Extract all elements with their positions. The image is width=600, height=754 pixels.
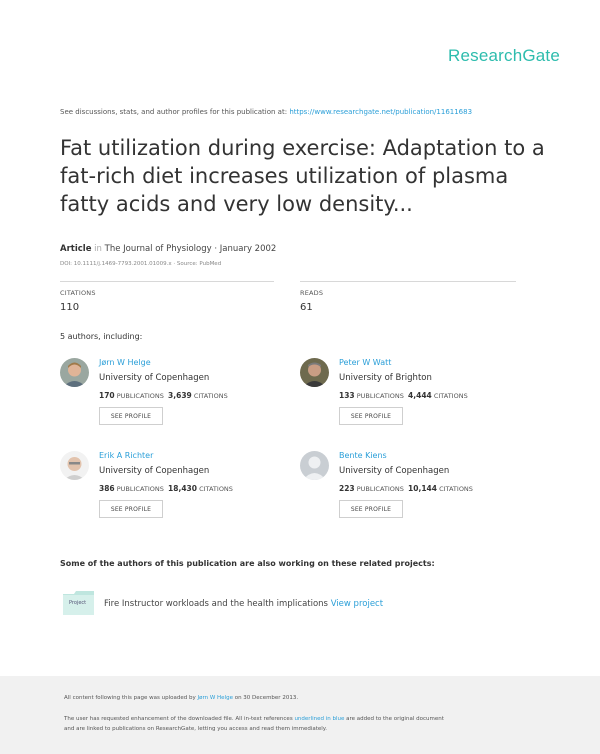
citations-count: 10,144 bbox=[408, 484, 437, 493]
publications-count: 386 bbox=[99, 484, 115, 493]
publications-label: PUBLICATIONS bbox=[356, 392, 404, 400]
citations-divider bbox=[60, 281, 274, 282]
citations-label: CITATIONS bbox=[199, 485, 233, 493]
publications-label: PUBLICATIONS bbox=[356, 485, 404, 493]
publication-meta: Article in The Journal of Physiology · J… bbox=[60, 244, 276, 254]
enhancement-note: The user has requested enhancement of th… bbox=[64, 714, 444, 734]
enhancement-line3: and are linked to publications on Resear… bbox=[64, 726, 328, 732]
author-stats: 223 PUBLICATIONS 10,144 CITATIONS bbox=[339, 484, 473, 493]
reads-divider bbox=[300, 281, 516, 282]
enhancement-prefix: The user has requested enhancement of th… bbox=[64, 716, 293, 722]
publications-count: 133 bbox=[339, 391, 355, 400]
citations-count: 18,430 bbox=[168, 484, 197, 493]
author-affiliation: University of Copenhagen bbox=[99, 466, 210, 476]
reads-count: 61 bbox=[300, 302, 313, 313]
discuss-prefix: See discussions, stats, and author profi… bbox=[60, 108, 288, 116]
author-avatar[interactable] bbox=[60, 451, 89, 480]
author-name-link[interactable]: Bente Kiens bbox=[339, 451, 387, 460]
citations-label: CITATIONS bbox=[193, 392, 228, 400]
citations-label: CITATIONS bbox=[439, 485, 473, 493]
doi-source: DOI: 10.1111/j.1469-7793.2001.01009.x · … bbox=[60, 261, 222, 267]
project-icon-label: Project bbox=[69, 600, 87, 606]
project-title: Fire Instructor workloads and the health… bbox=[104, 599, 328, 609]
see-profile-button[interactable]: SEE PROFILE bbox=[339, 407, 403, 425]
see-profile-button[interactable]: SEE PROFILE bbox=[99, 407, 163, 425]
uploader-link[interactable]: Jørn W Helge bbox=[197, 695, 233, 701]
author-card: Jørn W Helge University of Copenhagen 17… bbox=[60, 358, 280, 438]
author-stats: 133 PUBLICATIONS 4,444 CITATIONS bbox=[339, 391, 468, 400]
author-name-link[interactable]: Peter W Watt bbox=[339, 358, 392, 367]
publications-label: PUBLICATIONS bbox=[116, 485, 164, 493]
journal-info: The Journal of Physiology · January 2002 bbox=[104, 244, 277, 254]
project-folder-icon: Project bbox=[63, 591, 94, 615]
publications-label: PUBLICATIONS bbox=[116, 392, 164, 400]
citations-label: CITATIONS bbox=[60, 289, 96, 297]
meta-in: in bbox=[94, 244, 102, 254]
view-project-link[interactable]: View project bbox=[330, 599, 384, 609]
author-avatar[interactable] bbox=[60, 358, 89, 387]
upload-note: All content following this page was uplo… bbox=[64, 695, 298, 701]
citations-count: 3,639 bbox=[168, 391, 192, 400]
publication-title: Fat utilization during exercise: Adaptat… bbox=[60, 136, 545, 216]
upload-note-prefix: All content following this page was uplo… bbox=[64, 695, 196, 701]
default-avatar-icon[interactable] bbox=[300, 451, 329, 480]
author-card: Erik A Richter University of Copenhagen … bbox=[60, 451, 280, 531]
upload-note-suffix: on 30 December 2013. bbox=[234, 695, 299, 701]
author-card: Peter W Watt University of Brighton 133 … bbox=[300, 358, 520, 438]
underlined-blue-link[interactable]: underlined in blue bbox=[294, 716, 345, 722]
author-stats: 386 PUBLICATIONS 18,430 CITATIONS bbox=[99, 484, 233, 493]
related-projects-heading: Some of the authors of this publication … bbox=[60, 559, 435, 568]
enhancement-suffix: are added to the original document bbox=[346, 716, 444, 722]
author-affiliation: University of Copenhagen bbox=[99, 373, 210, 383]
project-row: Fire Instructor workloads and the health… bbox=[104, 599, 383, 609]
citations-count: 4,444 bbox=[408, 391, 432, 400]
publications-count: 223 bbox=[339, 484, 355, 493]
author-card: Bente Kiens University of Copenhagen 223… bbox=[300, 451, 520, 531]
citations-label: CITATIONS bbox=[433, 392, 468, 400]
citations-count: 110 bbox=[60, 302, 80, 313]
researchgate-logo[interactable]: ResearchGate bbox=[448, 46, 561, 65]
footer bbox=[0, 676, 600, 754]
publication-url-link[interactable]: https://www.researchgate.net/publication… bbox=[289, 108, 473, 116]
reads-label: READS bbox=[300, 289, 324, 297]
publications-count: 170 bbox=[99, 391, 115, 400]
author-affiliation: University of Brighton bbox=[339, 373, 432, 383]
author-name-link[interactable]: Erik A Richter bbox=[99, 451, 154, 460]
discuss-line: See discussions, stats, and author profi… bbox=[60, 108, 472, 116]
author-affiliation: University of Copenhagen bbox=[339, 466, 450, 476]
author-name-link[interactable]: Jørn W Helge bbox=[99, 358, 151, 367]
authors-heading: 5 authors, including: bbox=[60, 332, 143, 341]
see-profile-button[interactable]: SEE PROFILE bbox=[99, 500, 163, 518]
article-type: Article bbox=[60, 244, 92, 254]
author-stats: 170 PUBLICATIONS 3,639 CITATIONS bbox=[99, 391, 228, 400]
author-avatar[interactable] bbox=[300, 358, 329, 387]
see-profile-button[interactable]: SEE PROFILE bbox=[339, 500, 403, 518]
